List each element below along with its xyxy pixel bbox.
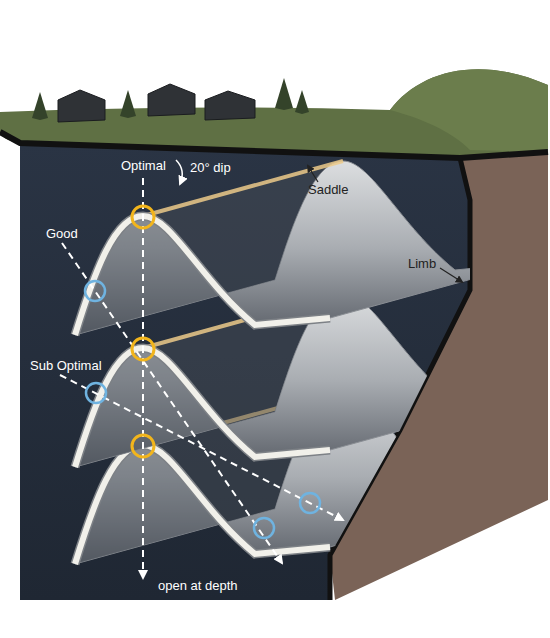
intercept-ring bbox=[254, 518, 274, 538]
intercept-ring bbox=[300, 493, 320, 513]
leader-line bbox=[308, 166, 318, 182]
tree bbox=[275, 78, 293, 110]
drill-hole bbox=[60, 375, 343, 520]
dip-arrow bbox=[176, 160, 182, 184]
drill-hole bbox=[142, 178, 144, 578]
intercept-ring bbox=[132, 338, 154, 360]
annotation-label: open at depth bbox=[158, 578, 238, 593]
fold-layer bbox=[75, 161, 530, 335]
building bbox=[205, 91, 255, 120]
intercept-ring bbox=[86, 383, 106, 403]
annotation-label: Sub Optimal bbox=[30, 358, 102, 373]
building bbox=[58, 90, 105, 122]
building bbox=[148, 84, 195, 116]
annotation-label: Optimal bbox=[121, 158, 166, 173]
intercept-ring bbox=[132, 206, 154, 228]
drill-hole bbox=[62, 243, 282, 563]
ground-edge bbox=[0, 132, 548, 158]
tree bbox=[295, 90, 309, 114]
hill bbox=[390, 69, 548, 152]
annotation-label: Saddle bbox=[308, 182, 348, 197]
annotation-label: Good bbox=[46, 226, 78, 241]
tree bbox=[32, 92, 48, 120]
annotation-label: 20° dip bbox=[190, 160, 231, 175]
ground-surface bbox=[0, 69, 548, 158]
tree bbox=[120, 90, 136, 118]
intercept-ring bbox=[132, 435, 154, 457]
leader-line bbox=[440, 268, 462, 282]
annotation-label: Limb bbox=[408, 256, 436, 271]
intercept-ring bbox=[85, 281, 105, 301]
